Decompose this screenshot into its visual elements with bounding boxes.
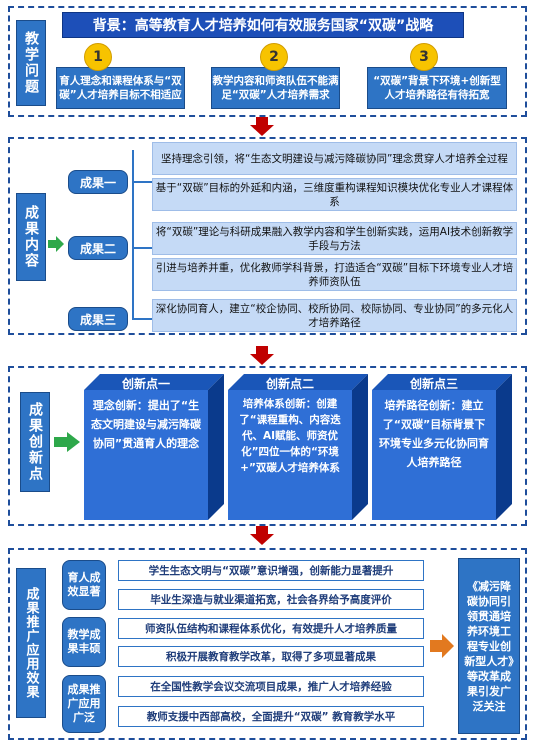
result-3-item-1: 深化协同育人，建立“校企协同、校所协同、校际协同、专业协同”的多元化人才培养路径 (152, 299, 517, 332)
innovation-3-head: 培养路径创新： (384, 399, 462, 412)
result-group-2: 成果二 (68, 236, 128, 260)
problems-label: 教学问题 (16, 20, 46, 106)
innovation-3-text: 培养路径创新：建立了“双碳”目标背景下环境专业多元化协同育人培养路径 (378, 396, 490, 514)
result-group-1: 成果一 (68, 170, 128, 194)
innovation-2-body: 创建了“课程重构、内容迭代、AI赋能、师资优化”四位一体的“环境+”双碳人才培养… (239, 398, 341, 474)
results-right-arrow (48, 236, 64, 252)
header-title: 背景：高等教育人才培养如何有效服务国家“双碳”战略 (62, 12, 464, 38)
innovation-3-body: 建立了“双碳”目标背景下环境专业多元化协同育人培养路径 (379, 399, 489, 469)
results-label: 成果内容 (16, 193, 46, 281)
effect-3-item-1: 在全国性教学会议交流项目成果，推广人才培养经验 (118, 676, 424, 697)
effects-section (8, 548, 527, 740)
down-arrow-2 (250, 346, 274, 365)
effect-3-item-2: 教师支援中西部高校，全面提升“双碳” 教育教学水平 (118, 706, 424, 727)
innovations-section (8, 366, 527, 526)
effect-2-item-2: 积极开展教育教学改革，取得了多项显著成果 (118, 646, 424, 667)
problems-section (8, 6, 527, 117)
effect-group-1: 育人成效显著 (62, 560, 106, 610)
result-group-3: 成果三 (68, 307, 128, 331)
cube-2-shape (228, 374, 368, 520)
results-connector (132, 150, 134, 320)
effect-group-3: 成果推广应用广泛 (62, 675, 106, 733)
down-arrow-3 (250, 526, 274, 545)
effect-2-item-1: 师资队伍结构和课程体系优化，有效提升人才培养质量 (118, 618, 424, 639)
result-2-item-1: 将“双碳”理论与科研成果融入教学内容和学生创新实践，运用AI技术创新教学手段与方… (152, 222, 517, 255)
cube-1-shape (84, 374, 224, 520)
innovation-1-head: 理念创新： (92, 399, 148, 412)
innovation-2-text: 培养体系创新：创建了“课程重构、内容迭代、AI赋能、师资优化”四位一体的“环境+… (233, 396, 347, 514)
result-1-item-2: 基于“双碳”目标的外延和内涵，三维度重构课程知识模块优化专业人才课程体系 (152, 178, 517, 211)
result-2-link (132, 247, 152, 249)
problem-number-1: 1 (84, 43, 112, 71)
effect-1-item-2: 毕业生深造与就业渠道拓宽，社会各界给予高度评价 (118, 589, 424, 610)
effects-label: 成果推广应用效果 (16, 568, 46, 718)
innovation-2-head: 培养体系创新： (242, 398, 317, 410)
result-1-item-1: 坚持理念引领，将“生态文明建设与减污降碳协同”理念贯穿人才培养全过程 (152, 142, 517, 175)
effect-group-2: 教学成果丰硕 (62, 617, 106, 667)
summary-right-arrow (430, 634, 454, 658)
problem-box-1: 育人理念和课程体系与“双碳”人才培养目标不相适应 (56, 67, 185, 109)
innovation-2-title: 创新点二 (265, 376, 314, 391)
result-3-link (132, 318, 152, 320)
result-1-link (132, 181, 152, 183)
problem-box-3: “双碳”背景下环境+创新型人才培养路径有待拓宽 (367, 67, 507, 109)
results-section (8, 137, 527, 335)
effects-summary: 《减污降碳协同引领贯通培养环境工程专业创新型人才》等改革成果引发广泛关注 (458, 558, 520, 734)
innovations-right-arrow (54, 432, 80, 452)
problem-number-3: 3 (410, 43, 438, 71)
down-arrow-1 (250, 117, 274, 136)
innovation-3-title: 创新点三 (409, 376, 458, 391)
effect-1-item-1: 学生生态文明与“双碳”意识增强，创新能力显著提升 (118, 560, 424, 581)
innovations-label: 成果创新点 (20, 392, 50, 492)
result-2-item-2: 引进与培养并重，优化教师学科背景，打造适合“双碳”目标下环境专业人才培养师资队伍 (152, 258, 517, 291)
innovation-1-title: 创新点一 (121, 376, 170, 391)
cube-3-shape (372, 374, 512, 520)
innovation-1-text: 理念创新：提出了“生态文明建设与减污降碳协同”贯通育人的理念 (90, 396, 202, 514)
problem-number-2: 2 (260, 43, 288, 71)
innovation-1-body: 提出了“生态文明建设与减污降碳协同”贯通育人的理念 (91, 399, 201, 450)
problem-box-2: 教学内容和师资队伍不能满足“双碳”人才培养需求 (211, 67, 340, 109)
